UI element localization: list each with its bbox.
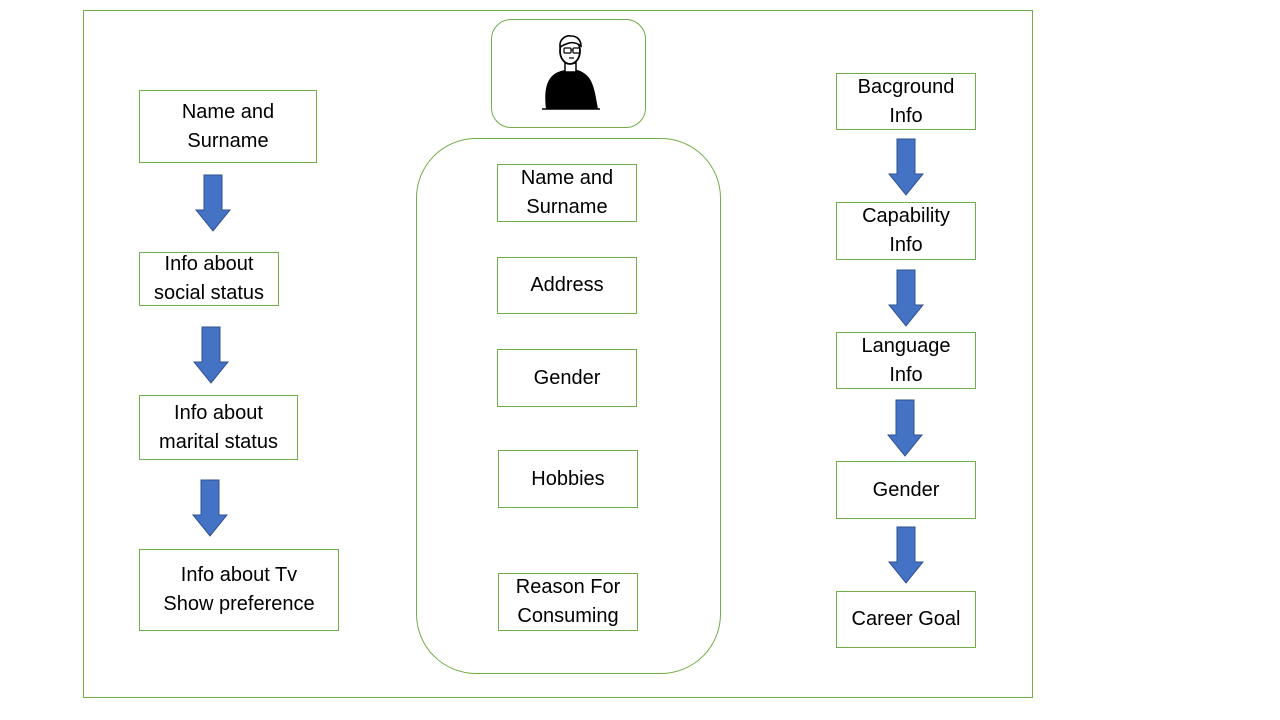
right-box-gender: Gender	[836, 461, 976, 519]
right-box-language-info: Language Info	[836, 332, 976, 389]
diagram-frame	[83, 10, 1033, 698]
left-box-social-status: Info about social status	[139, 252, 279, 306]
left-arrow-1-icon	[195, 174, 231, 232]
right-box-background-info: Bacground Info	[836, 73, 976, 130]
center-box-name-surname: Name and Surname	[497, 164, 637, 222]
center-box-hobbies: Hobbies	[498, 450, 638, 508]
center-box-gender: Gender	[497, 349, 637, 407]
center-box-reason-consuming: Reason For Consuming	[498, 573, 638, 631]
left-arrow-3-icon	[192, 479, 228, 537]
right-arrow-2-icon	[888, 269, 924, 327]
left-arrow-2-icon	[193, 326, 229, 384]
left-box-name-surname: Name and Surname	[139, 90, 317, 163]
right-box-capability-info: Capability Info	[836, 202, 976, 260]
right-arrow-3-icon	[887, 399, 923, 457]
right-arrow-4-icon	[888, 526, 924, 584]
center-box-address: Address	[497, 257, 637, 314]
person-icon	[541, 34, 600, 110]
right-box-career-goal: Career Goal	[836, 591, 976, 648]
avatar-card	[491, 19, 646, 128]
right-arrow-1-icon	[888, 138, 924, 196]
left-box-tv-preference: Info about Tv Show preference	[139, 549, 339, 631]
left-box-marital-status: Info about marital status	[139, 395, 298, 460]
